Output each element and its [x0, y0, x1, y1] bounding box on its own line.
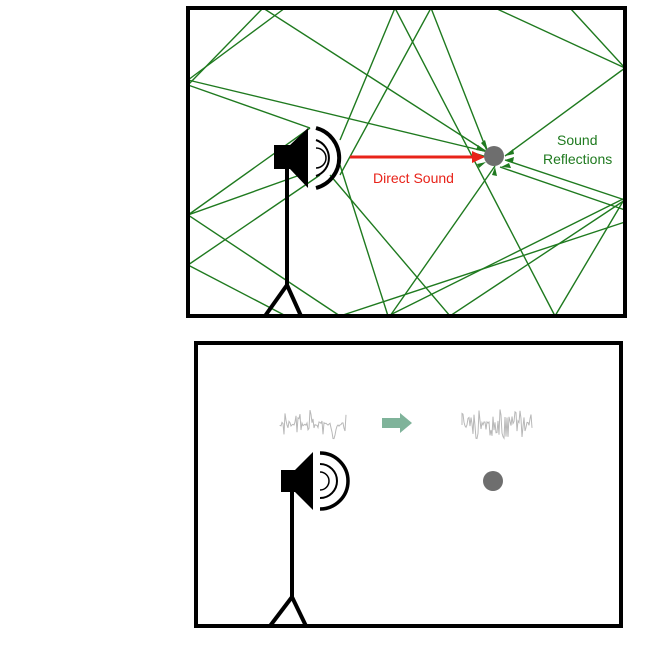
speaker-icon [274, 128, 308, 188]
reflection-ray [187, 127, 311, 216]
reflection-ray [187, 174, 321, 266]
sound-wave-icon [319, 451, 350, 511]
speaker-icon [281, 452, 313, 510]
tripod-stand-icon [268, 490, 308, 628]
waveform-icon [461, 409, 533, 440]
listener-dot-icon [483, 471, 503, 491]
bottom-panel-frame [194, 341, 623, 628]
direct-sound-label: Direct Sound [373, 170, 454, 186]
right-arrow-icon [382, 413, 412, 433]
reflection-arrowhead [481, 140, 488, 151]
reflection-arrowhead [505, 157, 514, 162]
reflection-arrowhead [505, 149, 514, 156]
reflection-ray [187, 7, 488, 153]
reflection-ray [504, 159, 626, 201]
listener-dot-icon [484, 146, 504, 166]
reflections-label-line2: Reflections [543, 151, 612, 167]
reflection-ray [389, 165, 496, 317]
reflection-ray [186, 174, 341, 317]
reflection-ray [339, 164, 626, 317]
reflection-ray [499, 166, 626, 211]
reflection-ray [494, 7, 626, 69]
reflection-ray [339, 6, 488, 176]
reflection-ray [187, 79, 489, 153]
direct-sound-arrow [350, 151, 485, 163]
reflection-ray [329, 174, 626, 317]
waveform-icon [279, 409, 347, 440]
reflections-label-line1: Sound [557, 132, 597, 148]
reflection-arrowhead [501, 163, 511, 168]
top-panel-frame [186, 6, 627, 318]
tripod-stand-icon [263, 165, 303, 318]
sound-wave-icon [315, 126, 342, 190]
reflection-ray [339, 221, 626, 317]
top-panel: Direct Sound Sound Reflections [186, 6, 627, 318]
reflection-arrowhead [476, 145, 487, 152]
reflection-arrowheads [476, 140, 514, 176]
reflection-ray [339, 6, 626, 318]
reflection-ray [187, 84, 311, 129]
bottom-panel [194, 341, 623, 628]
reflection-arrowhead [477, 162, 486, 168]
reflection-arrowhead [492, 167, 497, 176]
reflection-ray [187, 7, 286, 81]
